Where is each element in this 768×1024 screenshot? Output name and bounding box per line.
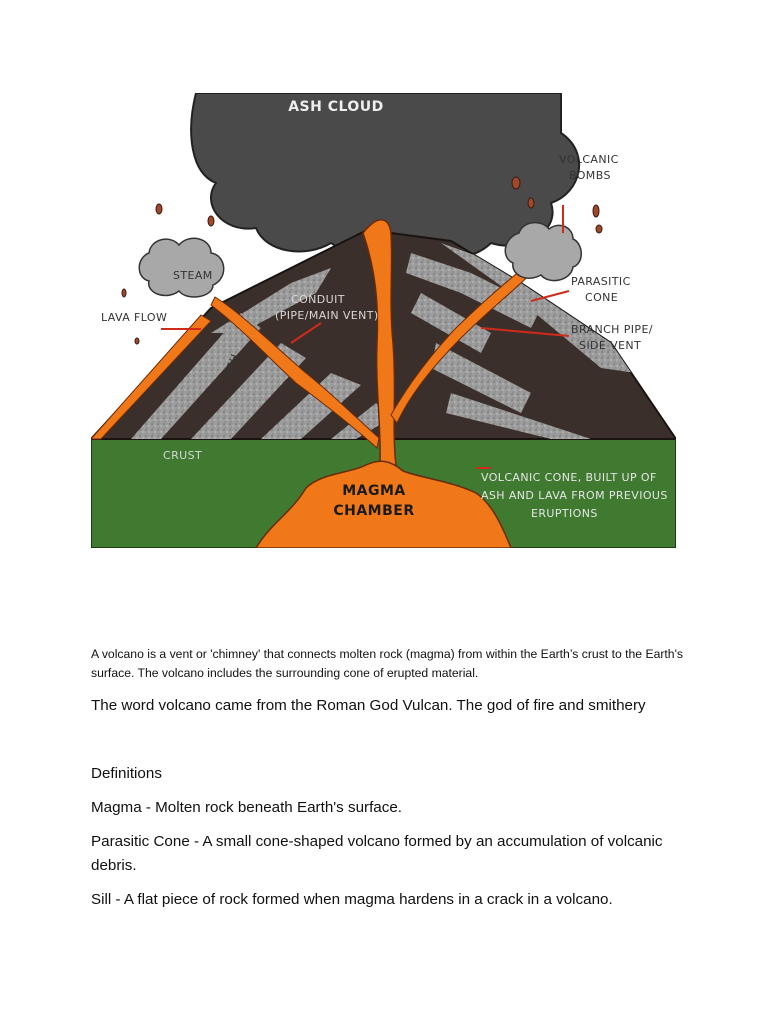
volcano-diagram: ASH CLOUD VOLCANIC BOMBS STEAM LAVA FLOW… bbox=[91, 93, 676, 548]
definition-sill: Sill - A flat piece of rock formed when … bbox=[91, 888, 613, 912]
label-crust: CRUST bbox=[163, 449, 202, 462]
definition-magma: Magma - Molten rock beneath Earth's surf… bbox=[91, 796, 402, 820]
label-magma-chamber-1: MAGMA bbox=[342, 483, 406, 499]
intro-paragraph: A volcano is a vent or 'chimney' that co… bbox=[91, 645, 686, 683]
label-steam: STEAM bbox=[173, 269, 213, 282]
label-lava-flow: LAVA FLOW bbox=[101, 311, 167, 324]
label-branch-pipe-2: SIDE VENT bbox=[579, 339, 641, 352]
label-parasitic-cone-2: CONE bbox=[585, 291, 618, 304]
label-ash-cloud: ASH CLOUD bbox=[288, 99, 384, 115]
label-volcanic-cone-3: ERUPTIONS bbox=[531, 507, 598, 520]
label-volcanic-bombs-1: VOLCANIC bbox=[559, 153, 619, 166]
definitions-heading: Definitions bbox=[91, 762, 162, 786]
label-parasitic-cone-1: PARASITIC bbox=[571, 275, 631, 288]
origin-paragraph: The word volcano came from the Roman God… bbox=[91, 694, 646, 718]
definition-parasitic-cone: Parasitic Cone - A small cone-shaped vol… bbox=[91, 830, 671, 878]
label-conduit-2: (PIPE/MAIN VENT) bbox=[275, 309, 379, 322]
label-conduit-1: CONDUIT bbox=[291, 293, 345, 306]
label-volcanic-cone-1: VOLCANIC CONE, BUILT UP OF bbox=[481, 471, 657, 484]
label-volcanic-cone-2: ASH AND LAVA FROM PREVIOUS bbox=[481, 489, 668, 502]
label-magma-chamber-2: CHAMBER bbox=[333, 503, 414, 519]
label-volcanic-bombs-2: BOMBS bbox=[569, 169, 611, 182]
label-branch-pipe-1: BRANCH PIPE/ bbox=[571, 323, 653, 336]
